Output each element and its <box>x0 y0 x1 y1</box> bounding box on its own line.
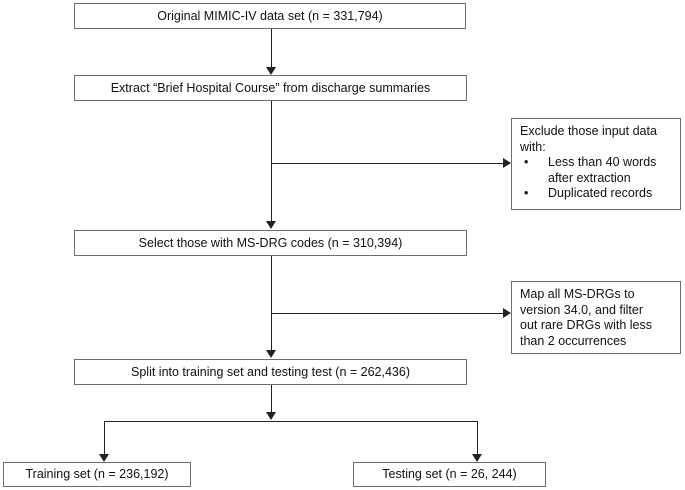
node-split-train-test: Split into training set and testing test… <box>74 359 467 385</box>
node-training-set-label: Training set (n = 236,192) <box>25 467 169 481</box>
node-split-train-test-label: Split into training set and testing test… <box>131 364 410 379</box>
exclude-bullet-1-continuation: after extraction <box>548 170 631 185</box>
side-note-map-drg: Map all MS-DRGs to version 34.0, and fil… <box>511 281 681 354</box>
arrowhead-exclude <box>503 158 511 168</box>
connector-original-to-extract <box>271 29 272 70</box>
exclude-bullet-item-1: • Less than 40 words after extraction <box>520 155 673 186</box>
exclude-bullet-list: • Less than 40 words after extraction • … <box>520 155 673 202</box>
node-select-msdrg-label: Select those with MS-DRG codes (n = 310,… <box>138 235 403 250</box>
exclude-line-1: Exclude those input data <box>520 124 657 138</box>
arrowhead-training <box>99 454 109 462</box>
bullet-dot-icon: • <box>524 186 529 200</box>
map-line-4: than 2 occurrences <box>520 333 627 348</box>
connector-to-training <box>104 421 105 457</box>
arrowhead-testing <box>472 454 482 462</box>
arrowhead-map <box>503 308 511 318</box>
node-select-msdrg: Select those with MS-DRG codes (n = 310,… <box>74 230 467 256</box>
arrowhead-select-drg <box>266 221 276 229</box>
exclude-bullet-1-text: Less than 40 words <box>548 155 657 169</box>
exclude-bullet-item-2: • Duplicated records <box>520 186 673 202</box>
branch-line-map <box>271 313 503 314</box>
connector-split-stem <box>271 385 272 414</box>
node-extract-bhc: Extract “Brief Hospital Course” from dis… <box>74 75 467 101</box>
connector-select-to-split <box>271 256 272 353</box>
connector-to-testing <box>477 421 478 457</box>
node-testing-set: Testing set (n = 26, 244) <box>353 462 546 487</box>
bullet-dot-icon: • <box>524 155 529 169</box>
node-training-set: Training set (n = 236,192) <box>3 462 191 487</box>
side-note-exclude: Exclude those input data with: • Less th… <box>511 118 681 210</box>
map-line-3: out rare DRGs with less <box>520 318 652 332</box>
map-line-1: Map all MS-DRGs to <box>520 287 635 301</box>
arrowhead-split <box>266 350 276 358</box>
exclude-bullet-2-text: Duplicated records <box>548 186 653 200</box>
arrowhead-split-fork <box>266 412 276 420</box>
branch-line-exclude <box>271 163 503 164</box>
connector-extract-to-select <box>271 101 272 224</box>
node-original-dataset: Original MIMIC-IV data set (n = 331,794) <box>74 3 466 29</box>
node-testing-set-label: Testing set (n = 26, 244) <box>382 467 517 481</box>
map-line-2: version 34.0, and filter <box>520 302 643 317</box>
node-extract-bhc-label: Extract “Brief Hospital Course” from dis… <box>110 80 431 95</box>
node-original-dataset-label: Original MIMIC-IV data set (n = 331,794) <box>157 8 383 23</box>
exclude-line-2: with: <box>520 139 546 154</box>
fork-horizontal-bar <box>104 421 478 422</box>
arrowhead-extract <box>266 67 276 75</box>
